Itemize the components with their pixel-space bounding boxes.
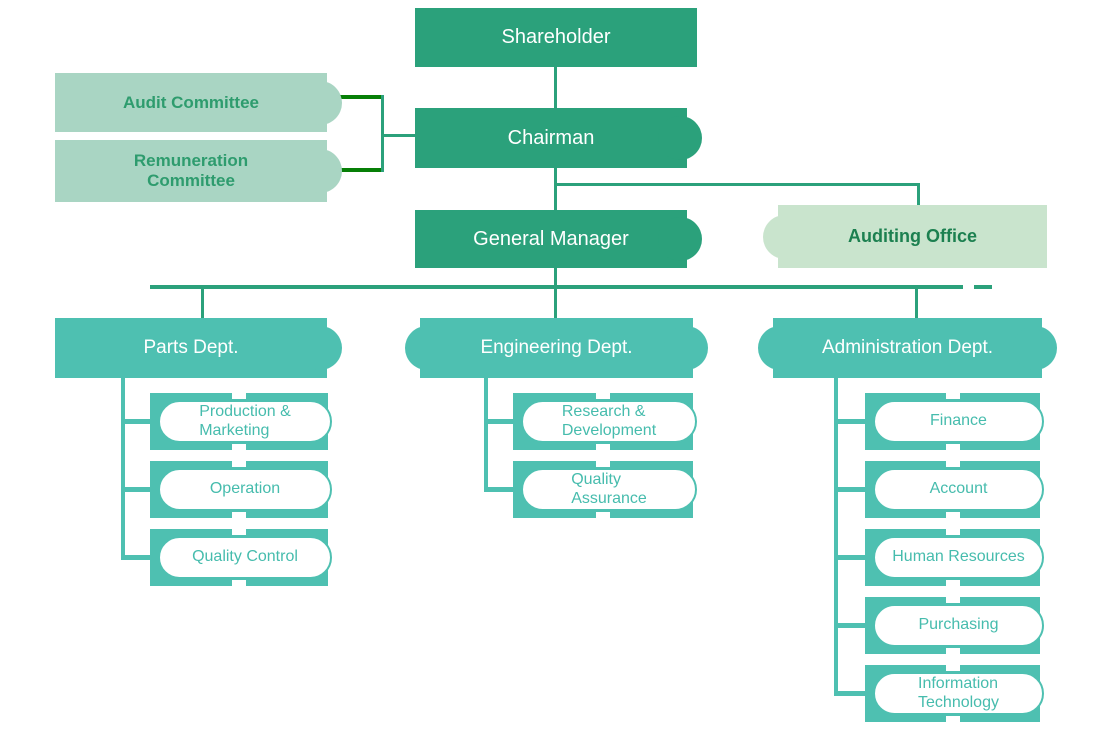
node-information-technology: Information Technology (865, 663, 1044, 724)
connector-chairman-auditing-office-h (556, 183, 920, 186)
node-purchasing: Purchasing (865, 595, 1044, 656)
node-research-development: Research & Development (513, 391, 697, 452)
node-parts-dept-label: Parts Dept. (143, 337, 239, 359)
node-quality-control: Quality Control (150, 527, 332, 588)
chain-parts (121, 378, 125, 558)
node-engineering-dept-label: Engineering Dept. (480, 337, 633, 359)
chain-administration-stub-3 (834, 555, 865, 560)
node-quality-assurance-pill: Quality Assurance (521, 468, 697, 511)
chain-administration-stub-4 (834, 623, 865, 628)
node-human-resources-label: Human Resources (892, 548, 1025, 566)
notch (945, 648, 960, 656)
node-finance-label: Finance (930, 412, 987, 430)
node-account: Account (865, 459, 1044, 520)
node-human-resources-pill: Human Resources (873, 536, 1044, 579)
notch (596, 512, 610, 520)
notch (232, 580, 246, 588)
node-audit-committee-label: Audit Committee (123, 92, 259, 112)
notch (596, 391, 610, 399)
chain-engineering-stub-2 (484, 487, 513, 492)
notch (596, 459, 610, 467)
node-production-marketing-pill: Production & Marketing (158, 400, 332, 443)
connector-shareholder-chairman (554, 67, 557, 108)
notch (232, 527, 246, 535)
node-chairman-label: Chairman (507, 126, 595, 149)
node-operation: Operation (150, 459, 332, 520)
node-account-pill: Account (873, 468, 1044, 511)
connector-rail-engineering (554, 289, 557, 318)
notch (945, 580, 960, 588)
notch (945, 444, 960, 452)
node-operation-label: Operation (209, 480, 281, 498)
node-auditing-office-label: Auditing Office (848, 226, 977, 247)
node-chairman: Chairman (415, 108, 687, 168)
department-rail (150, 285, 963, 289)
node-finance-pill: Finance (873, 400, 1044, 443)
node-production-marketing: Production & Marketing (150, 391, 332, 452)
notch (232, 459, 246, 467)
node-shareholder-label: Shareholder (501, 26, 611, 48)
department-rail-dash (974, 285, 992, 289)
node-information-technology-label: Information Technology (918, 675, 999, 711)
node-administration-dept-label: Administration Dept. (821, 337, 994, 359)
node-remuneration-committee-label: Remuneration Committee (133, 151, 249, 190)
node-purchasing-pill: Purchasing (873, 604, 1044, 647)
connector-audit-committee (338, 95, 384, 99)
node-quality-assurance: Quality Assurance (513, 459, 697, 520)
notch (945, 716, 960, 724)
node-information-technology-pill: Information Technology (873, 672, 1044, 715)
notch (945, 527, 960, 535)
chain-parts-stub-3 (121, 555, 150, 560)
chain-administration-stub-1 (834, 419, 865, 424)
connector-committees-chairman (384, 134, 415, 137)
node-finance: Finance (865, 391, 1044, 452)
node-research-development-label: Research & Development (561, 403, 657, 439)
node-parts-dept: Parts Dept. (55, 318, 327, 378)
node-quality-control-pill: Quality Control (158, 536, 332, 579)
node-general-manager: General Manager (415, 210, 687, 268)
notch (945, 459, 960, 467)
node-auditing-office: Auditing Office (778, 205, 1047, 268)
connector-rail-parts (201, 289, 204, 318)
chain-administration-stub-2 (834, 487, 865, 492)
notch (232, 444, 246, 452)
node-human-resources: Human Resources (865, 527, 1044, 588)
notch (945, 512, 960, 520)
notch (232, 512, 246, 520)
chain-engineering (484, 378, 488, 490)
connector-general-manager-rail (554, 268, 557, 287)
connector-rail-administration (915, 289, 918, 318)
connector-chairman-auditing-office-v (917, 183, 920, 205)
notch (945, 663, 960, 671)
chain-administration (834, 378, 838, 694)
connector-chairman-general-manager (554, 168, 557, 210)
node-operation-pill: Operation (158, 468, 332, 511)
node-shareholder: Shareholder (415, 8, 697, 67)
notch (945, 391, 960, 399)
chain-parts-stub-2 (121, 487, 150, 492)
node-production-marketing-label: Production & Marketing (199, 403, 291, 439)
node-account-label: Account (929, 480, 988, 498)
chain-administration-stub-5 (834, 691, 865, 696)
node-remuneration-committee: Remuneration Committee (55, 140, 327, 202)
notch (232, 391, 246, 399)
node-administration-dept: Administration Dept. (773, 318, 1042, 378)
connector-remuneration-committee (338, 168, 384, 172)
node-purchasing-label: Purchasing (918, 616, 999, 634)
chain-parts-stub-1 (121, 419, 150, 424)
node-research-development-pill: Research & Development (521, 400, 697, 443)
notch (596, 444, 610, 452)
node-quality-control-label: Quality Control (192, 548, 298, 566)
chain-engineering-stub-1 (484, 419, 513, 424)
node-quality-assurance-label: Quality Assurance (571, 471, 647, 507)
node-general-manager-label: General Manager (473, 227, 629, 250)
node-engineering-dept: Engineering Dept. (420, 318, 693, 378)
connector-committees-v (381, 95, 384, 172)
notch (945, 595, 960, 603)
node-audit-committee: Audit Committee (55, 73, 327, 132)
